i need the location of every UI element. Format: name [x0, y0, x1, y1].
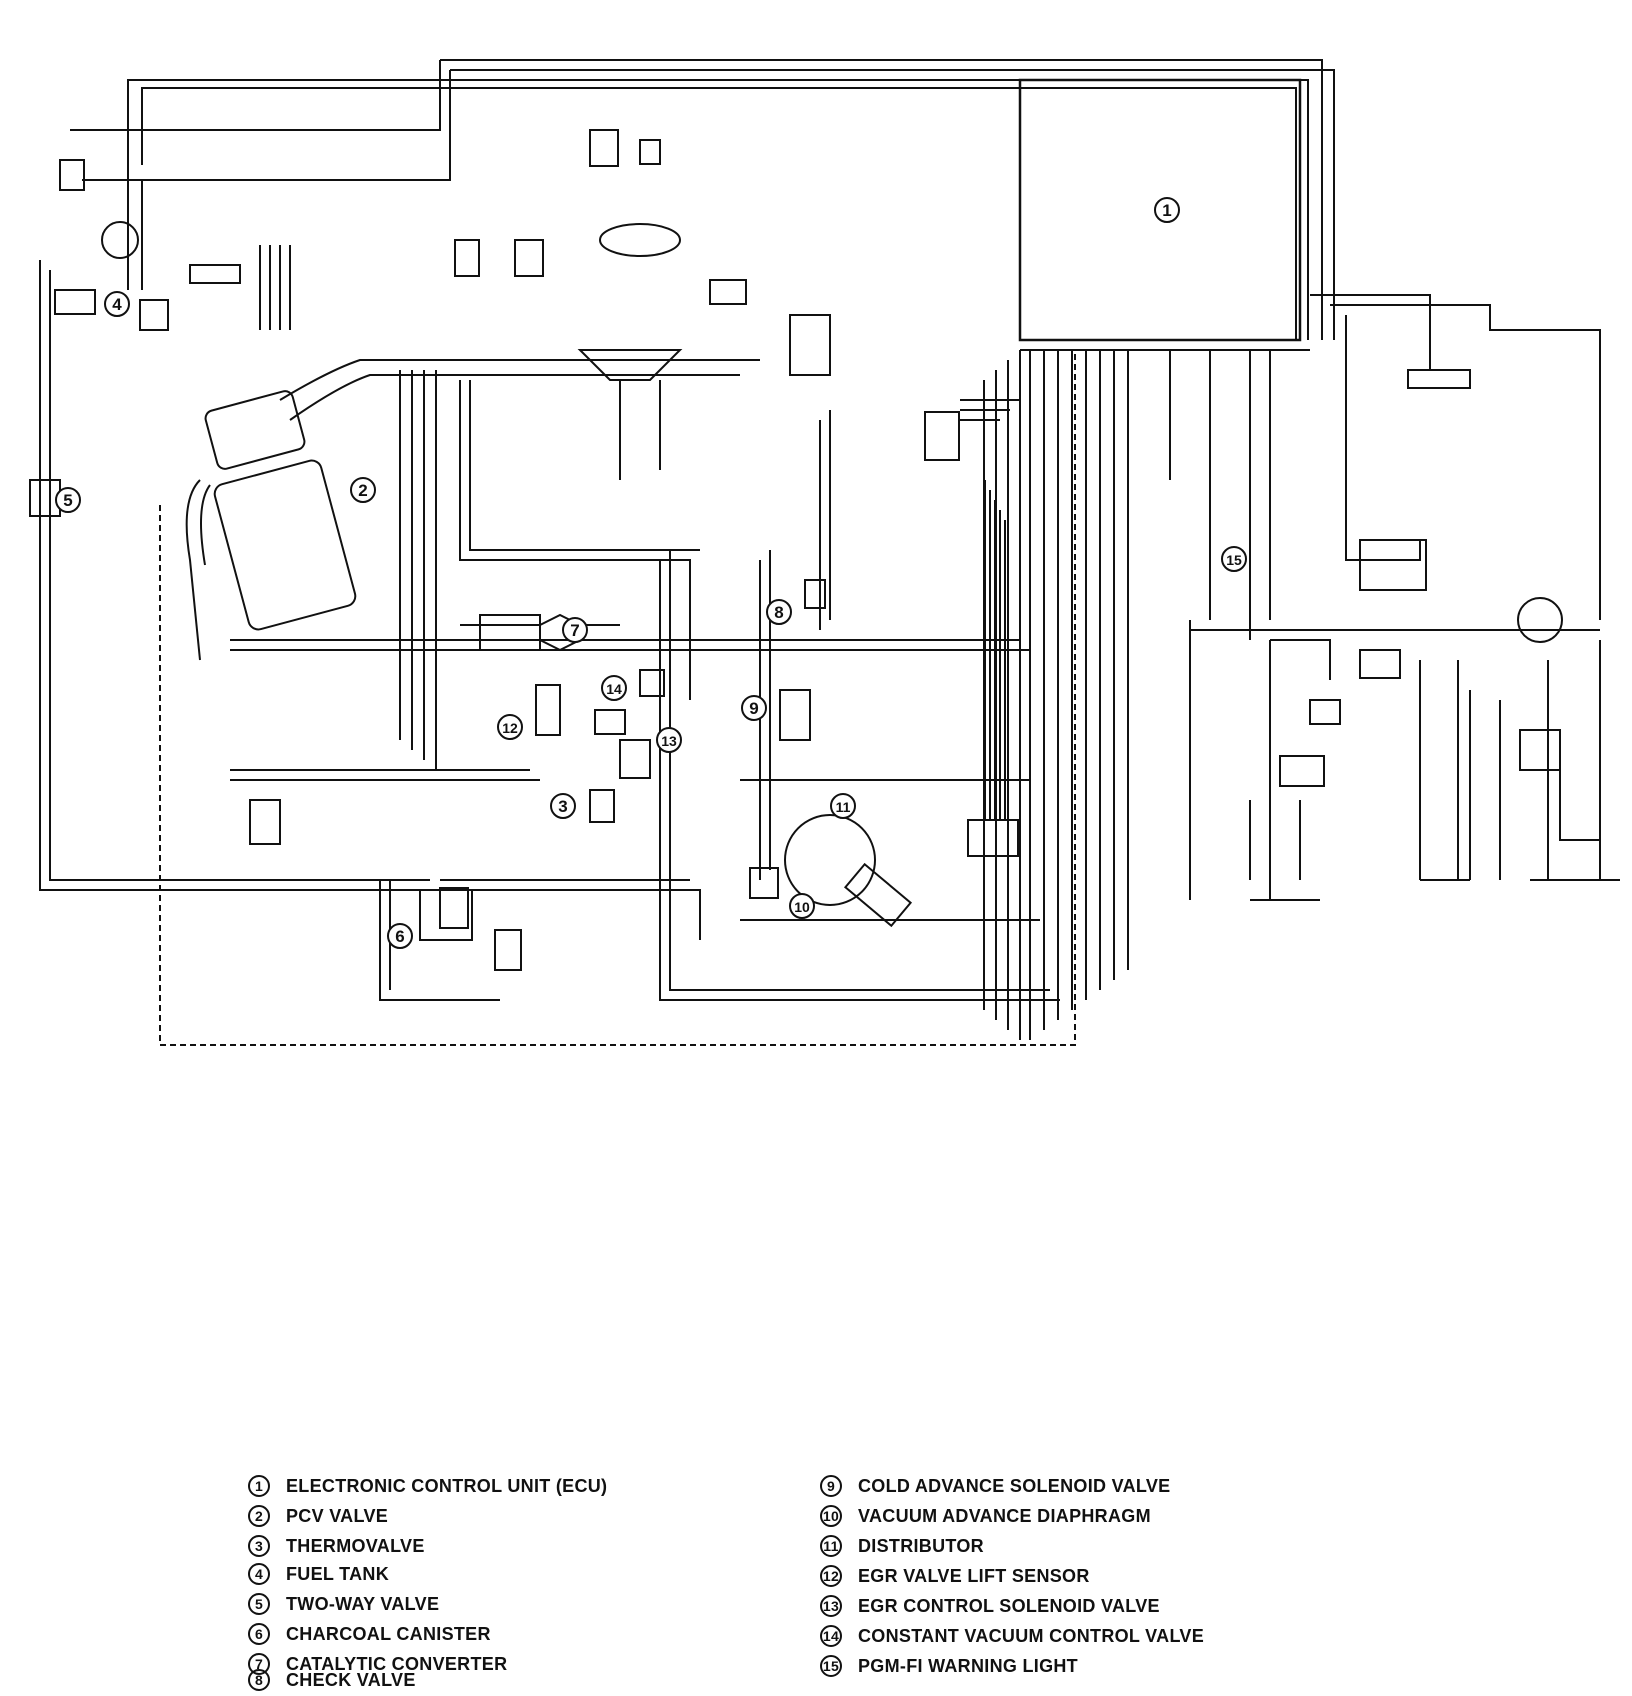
legend-badge-15: 15 [820, 1655, 842, 1677]
legend-item-8: 8 CHECK VALVE [248, 1666, 416, 1694]
legend-badge-13: 13 [820, 1595, 842, 1617]
callout-14: 14 [601, 675, 627, 701]
legend-item-9: 9 COLD ADVANCE SOLENOID VALVE [820, 1472, 1170, 1500]
svg-text:9: 9 [749, 699, 758, 718]
legend-item-1: 1 ELECTRONIC CONTROL UNIT (ECU) [248, 1472, 607, 1500]
svg-text:13: 13 [661, 733, 677, 749]
legend-badge-1: 1 [248, 1475, 270, 1497]
emission-control-schematic: 1 2 3 4 5 6 7 8 9 10 11 12 13 14 15 [29, 59, 1620, 1046]
legend-label-11: DISTRIBUTOR [858, 1535, 984, 1556]
legend-badge-5: 5 [248, 1593, 270, 1615]
legend-label-12: EGR VALVE LIFT SENSOR [858, 1565, 1090, 1586]
svg-text:4: 4 [112, 295, 122, 314]
callout-6: 6 [387, 923, 413, 949]
legend-label-7: CATALYTIC CONVERTER [286, 1653, 508, 1674]
callout-8: 8 [766, 599, 792, 625]
ecu-box [1018, 78, 1302, 342]
callout-2: 2 [350, 477, 376, 503]
legend-label-5: TWO-WAY VALVE [286, 1593, 440, 1614]
connector-block [1407, 369, 1471, 389]
legend-badge-7: 7 [248, 1653, 270, 1675]
callout-10: 10 [789, 893, 815, 919]
svg-text:12: 12 [502, 720, 518, 736]
svg-text:10: 10 [794, 899, 810, 915]
legend-label-14: CONSTANT VACUUM CONTROL VALVE [858, 1625, 1205, 1646]
wiring-lines [29, 59, 1620, 1046]
ignition-switch [1517, 597, 1563, 643]
legend-badge-6: 6 [248, 1623, 270, 1645]
relay-box [1359, 539, 1427, 591]
svg-text:14: 14 [606, 681, 622, 697]
svg-text:7: 7 [570, 621, 579, 640]
legend-label-10: VACUUM ADVANCE DIAPHRAGM [858, 1505, 1151, 1526]
legend-item-12: 12 EGR VALVE LIFT SENSOR [820, 1562, 1090, 1590]
distributor-body [784, 814, 876, 906]
legend-item-3: 3 THERMOVALVE [248, 1532, 425, 1560]
legend-label-13: EGR CONTROL SOLENOID VALVE [858, 1595, 1160, 1616]
legend-item-10: 10 VACUUM ADVANCE DIAPHRAGM [820, 1502, 1151, 1530]
callout-11: 11 [830, 793, 856, 819]
legend-badge-10: 10 [820, 1505, 842, 1527]
callout-5: 5 [55, 487, 81, 513]
legend-item-2: 2 PCV VALVE [248, 1502, 388, 1530]
legend-item-4: 4 FUEL TANK [248, 1560, 389, 1588]
svg-text:11: 11 [836, 799, 851, 815]
legend-badge-9: 9 [820, 1475, 842, 1497]
svg-text:3: 3 [558, 797, 567, 816]
svg-text:15: 15 [1226, 552, 1242, 568]
callout-3: 3 [550, 793, 576, 819]
legend-label-15: PGM-FI WARNING LIGHT [858, 1655, 1078, 1676]
sensor-box [924, 411, 960, 461]
legend-label-4: FUEL TANK [286, 1563, 390, 1584]
svg-text:5: 5 [63, 491, 72, 510]
legend-badge-3: 3 [248, 1535, 270, 1557]
legend-badge-12: 12 [820, 1565, 842, 1587]
legend-label-2: PCV VALVE [286, 1505, 389, 1526]
callout-4: 4 [104, 291, 130, 317]
callout-15: 15 [1221, 546, 1247, 572]
legend-item-7: 7 CATALYTIC CONVERTER [248, 1650, 507, 1678]
callout-1: 1 [1154, 197, 1180, 223]
legend-label-1: ELECTRONIC CONTROL UNIT (ECU) [286, 1475, 608, 1496]
legend-badge-2: 2 [248, 1505, 270, 1527]
svg-text:8: 8 [774, 603, 783, 622]
legend-item-15: 15 PGM-FI WARNING LIGHT [820, 1652, 1078, 1680]
legend-item-13: 13 EGR CONTROL SOLENOID VALVE [820, 1592, 1160, 1620]
legend-label-3: THERMOVALVE [286, 1535, 425, 1556]
legend-item-14: 14 CONSTANT VACUUM CONTROL VALVE [820, 1622, 1204, 1650]
svg-text:1: 1 [1162, 201, 1171, 220]
legend-label-6: CHARCOAL CANISTER [286, 1623, 491, 1644]
legend-badge-14: 14 [820, 1625, 842, 1647]
legend-label-9: COLD ADVANCE SOLENOID VALVE [858, 1475, 1171, 1496]
legend-item-6: 6 CHARCOAL CANISTER [248, 1620, 491, 1648]
lower-connector [967, 819, 1019, 857]
legend-badge-11: 11 [820, 1535, 842, 1557]
callout-12: 12 [497, 714, 523, 740]
legend-item-5: 5 TWO-WAY VALVE [248, 1590, 439, 1618]
callout-9: 9 [741, 695, 767, 721]
svg-text:2: 2 [358, 481, 367, 500]
legend-label-8: CHECK VALVE [286, 1669, 416, 1690]
callout-group: 1 2 3 4 5 6 7 8 9 10 11 12 13 14 15 [55, 197, 1247, 949]
callout-13: 13 [656, 727, 682, 753]
legend-item-11: 11 DISTRIBUTOR [820, 1532, 984, 1560]
legend-badge-4: 4 [248, 1563, 270, 1585]
legend-badge-8: 8 [248, 1669, 270, 1691]
callout-7: 7 [562, 617, 588, 643]
svg-text:6: 6 [395, 927, 404, 946]
